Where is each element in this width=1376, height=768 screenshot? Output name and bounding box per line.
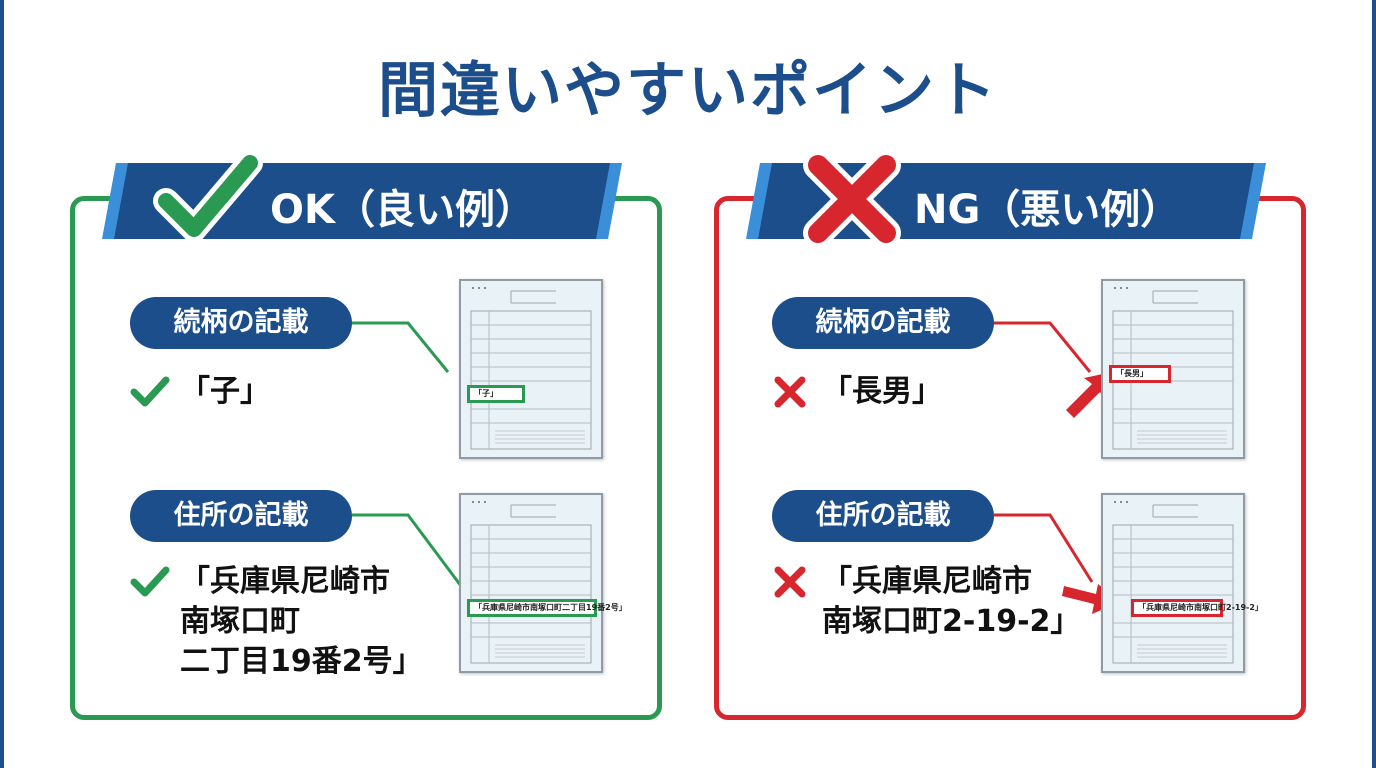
ng-section-2-line-2: 南塚口町2-19-2」 <box>822 604 1081 639</box>
ng-section-2-line-1: 「兵庫県尼崎市 <box>822 564 1032 599</box>
check-icon <box>153 150 263 242</box>
ok-section-2-line-1: 「兵庫県尼崎市 <box>180 564 390 599</box>
ok-document-1: 「子」 <box>459 279 603 459</box>
ok-banner: OK（良い例） <box>102 150 622 242</box>
ng-document-2-highlight: 「兵庫県尼崎市南塚口町2-19-2」 <box>1131 599 1263 617</box>
ng-document-1-highlight: 「長男」 <box>1109 365 1171 383</box>
ng-section-1-value: 「長男」 <box>774 372 942 412</box>
ok-document-2: 「兵庫県尼崎市南塚口町二丁目19番2号」 <box>459 493 627 673</box>
ok-banner-label: OK（良い例） <box>270 187 535 233</box>
ng-document-2: 「兵庫県尼崎市南塚口町2-19-2」 <box>1101 493 1263 673</box>
cross-icon <box>774 376 806 408</box>
ng-banner: NG（悪い例） <box>746 150 1266 248</box>
ok-section-2-value: 「兵庫県尼崎市 南塚口町 二丁目19番2号」 <box>130 562 423 682</box>
cross-icon <box>803 150 901 248</box>
ok-section-2-label: 住所の記載 <box>130 490 352 542</box>
ok-section-1-line-1: 「子」 <box>180 374 270 409</box>
ok-section-2-line-3: 二丁目19番2号」 <box>180 644 423 679</box>
ok-document-1-highlight: 「子」 <box>467 385 525 403</box>
check-icon <box>130 376 170 407</box>
ok-section-1-label: 続柄の記載 <box>130 297 352 349</box>
ok-section-1-value: 「子」 <box>130 372 270 412</box>
ok-document-2-highlight: 「兵庫県尼崎市南塚口町二丁目19番2号」 <box>467 599 627 617</box>
ng-section-1-label: 続柄の記載 <box>772 297 994 349</box>
cross-icon <box>774 566 806 598</box>
document-form-lines <box>470 287 592 450</box>
document-form-lines <box>1112 501 1234 664</box>
ng-section-2-value: 「兵庫県尼崎市 南塚口町2-19-2」 <box>774 562 1081 642</box>
ng-banner-label: NG（悪い例） <box>914 187 1181 233</box>
page-title: 間違いやすいポイント <box>378 56 998 126</box>
ok-section-2-line-2: 南塚口町 <box>180 604 300 639</box>
ng-section-2-label: 住所の記載 <box>772 490 994 542</box>
ng-document-1: 「長男」 <box>1101 279 1245 459</box>
check-icon <box>130 566 170 597</box>
document-form-lines <box>1112 287 1234 450</box>
document-form-lines <box>470 501 592 664</box>
ng-section-1-line-1: 「長男」 <box>822 374 942 409</box>
